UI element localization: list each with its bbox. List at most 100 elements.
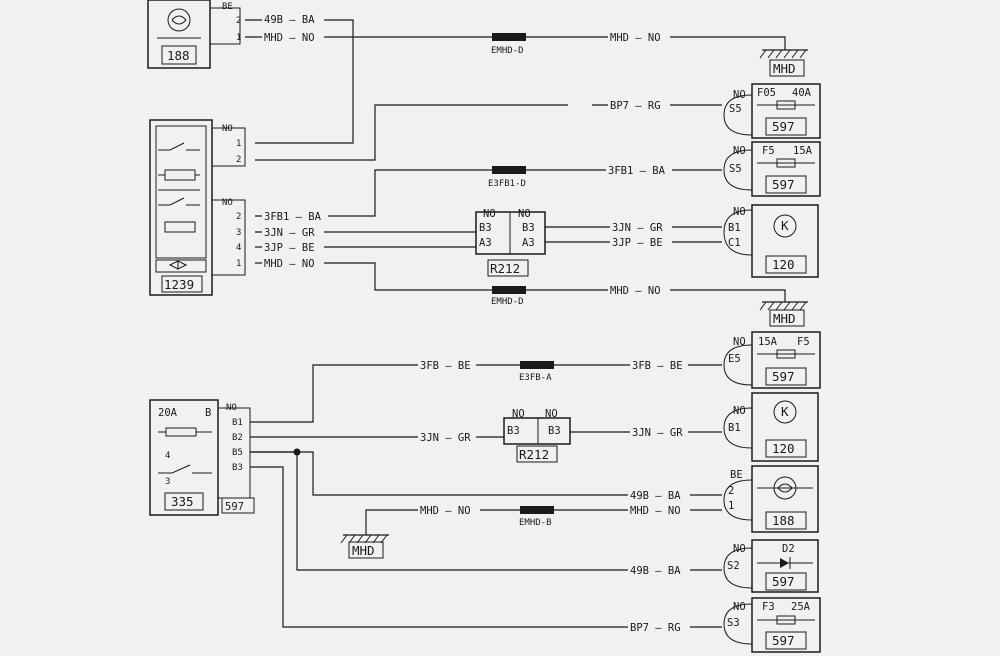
pin-label: B3 (232, 463, 243, 473)
wire-label: 3FB — BE (632, 360, 683, 372)
pin-label: B1 (232, 418, 243, 428)
fuse-icon (776, 615, 796, 625)
wire-49b-ba-diode (250, 451, 722, 571)
component-code: 120 (772, 257, 795, 272)
connector-label: E3FB1-D (488, 179, 526, 189)
relay-rating: 20A (158, 407, 178, 419)
wire-label: 3JP — BE (264, 242, 315, 254)
pin-label: A3 (522, 237, 535, 249)
wire-label: 49B — BA (630, 565, 681, 577)
wire-label: 3JN — GR (632, 427, 683, 439)
fuse-icon (776, 100, 796, 110)
fuse-f3: NO S3 F3 25A 597 (723, 597, 821, 653)
component-1239: 1239 NO 1 2 NO 2 3 4 1 (149, 119, 246, 296)
wire-label: 49B — BA (630, 490, 681, 502)
fuse-rating: 40A (792, 87, 812, 99)
wire-label: MHD — NO (264, 258, 315, 270)
pin-label: B5 (232, 448, 243, 458)
pin-label: 3 (236, 228, 241, 238)
pin-label: B2 (232, 433, 243, 443)
pin-label: NO (733, 89, 746, 101)
fuse-name: F3 (762, 601, 775, 613)
fuse-rating: 15A (793, 145, 813, 157)
connector-block (492, 166, 526, 174)
connector-label: EMHD-D (491, 46, 524, 56)
component-code-box (221, 497, 255, 514)
relay-pin: 4 (165, 451, 170, 461)
component-335: 20A B 4 3 335 NO B1 B2 B5 B3 597 (149, 399, 255, 516)
wire-label: 3FB — BE (420, 360, 471, 372)
sensor-icon-glyph: K (781, 404, 789, 419)
component-code-box (487, 259, 529, 277)
component-code: 1239 (164, 277, 194, 292)
pin-label: BE (730, 469, 743, 481)
component-code: 188 (167, 48, 190, 63)
component-code: R212 (519, 447, 549, 462)
wire-bp7-rg-bottom (250, 466, 722, 628)
diode-icon (780, 558, 789, 568)
fuse-f5: NO S5 F5 15A 597 (723, 141, 821, 197)
connector-label: EMHD-B (519, 518, 552, 528)
wire-label: 3JN — GR (264, 227, 315, 239)
component-120-top: NO B1 C1 K 120 (723, 204, 819, 278)
component-code-box (765, 439, 807, 458)
component-r212-top: NO NO B3 A3 B3 A3 R212 (475, 208, 546, 277)
pin-label: NO (222, 198, 233, 208)
inline-connectors: EMHD-D E3FB1-D EMHD-D E3FB-A EMHD-B (488, 33, 554, 528)
sensor-icon-glyph: K (781, 218, 789, 233)
fuse-f5-bottom: NO E5 15A F5 597 (723, 331, 821, 389)
fan-icon (167, 8, 191, 32)
pin-label: A3 (479, 237, 492, 249)
connector-block (492, 286, 526, 294)
pin-label: B3 (522, 222, 535, 234)
pin-label: E5 (728, 353, 741, 365)
component-code-box (765, 631, 807, 650)
wire-label: 3FB1 — BA (264, 211, 322, 223)
pin-label: S5 (729, 103, 742, 115)
diode-d2: NO S2 D2 597 (723, 539, 819, 593)
pin-label: NO (222, 124, 233, 134)
wire-label: MHD — NO (264, 32, 315, 44)
pin-label: S3 (727, 617, 740, 629)
resistor-icon (158, 169, 200, 181)
pin-label: B1 (728, 422, 741, 434)
resistor-icon (164, 221, 196, 233)
component-code: 188 (772, 513, 795, 528)
ground-label: MHD (773, 61, 796, 76)
pin-label: 2 (728, 485, 734, 497)
pin-label: NO (733, 206, 746, 218)
wire-label: 3JN — GR (612, 222, 663, 234)
pin-label: S2 (727, 560, 740, 572)
pin-label: C1 (728, 237, 741, 249)
wire-label: BP7 — RG (610, 100, 661, 112)
fuse-rating: 25A (791, 601, 811, 613)
fuse-icon (776, 349, 796, 359)
wire-mhd-no-middle (255, 262, 786, 302)
switch-icon (158, 197, 200, 206)
pin-label: S5 (729, 163, 742, 175)
pin-label: NO (483, 208, 496, 220)
sensor-icon (773, 400, 797, 424)
wire-label: MHD — NO (420, 505, 471, 517)
component-code: 335 (171, 494, 194, 509)
component-code-box (765, 367, 807, 386)
fuse-rating: 15A (758, 336, 778, 348)
pin-label: 1 (236, 139, 241, 149)
wire-mhd-no-bottom (365, 509, 722, 535)
ground-bottom: MHD (340, 534, 389, 559)
component-code: 597 (772, 369, 795, 384)
wire-bp7-rg (255, 104, 722, 161)
ground-label-box (769, 59, 805, 77)
component-code-box (765, 511, 807, 530)
fan-icon (773, 476, 797, 500)
ground-middle: MHD (759, 301, 808, 327)
component-code-box (765, 117, 807, 136)
component-code-box (516, 445, 558, 463)
wire-label: MHD — NO (610, 32, 661, 44)
pin-label: B3 (548, 425, 561, 437)
wire-label: 3FB1 — BA (608, 165, 666, 177)
component-code: 120 (772, 441, 795, 456)
wire-label: 3JN — GR (420, 432, 471, 444)
component-code-box (161, 45, 197, 65)
pin-label: 1 (728, 500, 734, 512)
